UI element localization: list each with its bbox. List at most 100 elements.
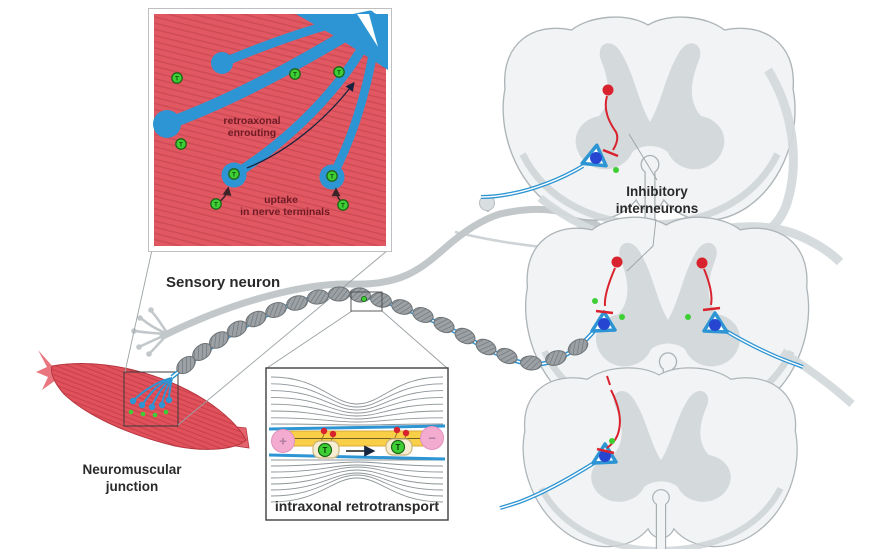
sensory-branch: [135, 329, 169, 336]
toxin-letter: T: [175, 77, 179, 83]
muscle: [36, 350, 250, 450]
toxin-dot: [152, 412, 158, 418]
sensory-branch: [140, 332, 169, 348]
spinal-cord-sections: [503, 17, 855, 549]
sensory-branch: [151, 311, 170, 335]
nmj-label-line1: Neuromuscular: [82, 462, 182, 477]
cord-section-bottom: [523, 368, 797, 549]
leader-line: [628, 133, 658, 181]
toxin-dot: [140, 411, 146, 417]
muscle-left-tendon: [36, 350, 56, 390]
toxin-letter: T: [293, 73, 297, 79]
sensory-branch: [149, 333, 169, 354]
interneuron-soma: [696, 257, 708, 269]
motor-neuron-nucleus: [590, 152, 602, 164]
inhibitory-synapse: [702, 306, 721, 312]
sensory-ending: [148, 307, 154, 313]
toxin-letter: T: [232, 173, 236, 179]
motor-neuron-middle-left: [590, 310, 617, 333]
transport-inset-panel: + − T T intraxonal retrotransport: [265, 367, 449, 521]
nerve-terminal-bouton: [158, 401, 166, 409]
minus-sign: −: [428, 431, 436, 446]
dynein-motor: [393, 426, 401, 434]
muscle-striations: [51, 363, 246, 450]
toxin-dot: [128, 409, 134, 415]
leader-line: [626, 218, 657, 272]
toxin-dot: [163, 409, 169, 415]
interneuron-soma: [611, 256, 623, 268]
dynein-motor: [402, 429, 410, 437]
inhibitory-synapse: [596, 447, 615, 455]
toxin-dot-on-axon: [360, 295, 367, 302]
inhibitory-interneuron-bottom: [596, 375, 621, 455]
toxin-letter: T: [330, 175, 334, 181]
sensory-ending: [136, 344, 142, 350]
transport-vesicle-left: T: [312, 427, 340, 459]
dynein-motor: [329, 430, 337, 438]
toxin-letter: T: [341, 204, 345, 210]
axon-membrane-top: [268, 424, 446, 431]
axon-zoom-rectangle: [350, 291, 383, 312]
toxin-dot: [613, 167, 619, 173]
toxin-in-vesicle: [390, 439, 406, 455]
transport-inset-caption: intraxonal retrotransport: [275, 498, 439, 514]
dynein-motor: [320, 427, 328, 435]
inhibitory-label-line1: Inhibitory: [626, 184, 688, 199]
toxin-dot: [609, 438, 615, 444]
retroaxonal-label-line2: enrouting: [228, 127, 276, 139]
inhibitory-interneuron-middle-left: [592, 256, 625, 320]
minus-end: [420, 426, 444, 450]
sensory-ending: [137, 315, 143, 321]
axon-membrane-bottom: [268, 453, 446, 461]
inhibitory-label-line2: interneurons: [616, 201, 699, 216]
nerve-terminal-fan: [153, 10, 388, 190]
inhibitory-interneuron-middle-right: [685, 257, 721, 320]
cord-neurons: [480, 84, 804, 510]
interneuron-soma: [602, 84, 614, 96]
retroaxonal-arrow: [246, 81, 355, 169]
motor-neuron-nucleus: [598, 318, 610, 330]
zoom-connector: [177, 249, 389, 426]
nerve-terminal: [211, 52, 233, 74]
inhibitory-synapse: [595, 309, 614, 315]
uptake-inset-panel: T T T T T T T T retroaxonal enrouting up…: [148, 8, 392, 252]
nmj-zoom-rectangle: [123, 371, 179, 427]
motor-axon-myelinated: [170, 286, 596, 379]
toxin-particles: T T T T T T T T: [171, 66, 349, 211]
uptake-label-line2: in nerve terminals: [240, 206, 330, 218]
toxin-dot: [619, 314, 625, 320]
motor-neuron-top: [480, 143, 608, 199]
nerve-terminal-bouton: [129, 397, 137, 405]
motor-neuron-middle-right: [702, 311, 804, 369]
nmj-label-line2: junction: [105, 479, 159, 494]
sensory-ending: [146, 351, 152, 357]
toxin-dot: [592, 298, 598, 304]
sensory-neuron-label: Sensory neuron: [166, 274, 280, 291]
myelin-lamellae: [270, 376, 444, 503]
toxin-letter: T: [396, 443, 401, 452]
motor-neuron-nucleus: [599, 450, 611, 462]
plus-end: [271, 429, 295, 453]
inhibitory-synapse: [602, 148, 619, 158]
zoom-connector: [381, 310, 448, 369]
inhibitory-interneuron-top: [602, 84, 619, 173]
nerve-terminal: [153, 110, 181, 138]
zoom-connector: [124, 249, 153, 373]
motor-neuron-nucleus: [709, 319, 721, 331]
plus-sign: +: [279, 434, 287, 449]
toxin-in-vesicle: [317, 442, 333, 458]
nerve-terminal-bouton: [148, 403, 156, 411]
toxin-dot: [685, 314, 691, 320]
toxin-letter: T: [323, 446, 328, 455]
nmj-nerve-terminals: [128, 377, 173, 418]
transport-vesicle-right: T: [385, 426, 413, 456]
nerve-terminal-bouton: [138, 401, 146, 409]
corner-notch: [357, 14, 378, 47]
toxin-letter: T: [179, 143, 183, 149]
toxin-letter: T: [214, 203, 218, 209]
uptake-label-line1: uptake: [264, 194, 298, 206]
nerve-terminal-bouton: [165, 396, 173, 404]
myelin-sheath: [176, 286, 589, 375]
